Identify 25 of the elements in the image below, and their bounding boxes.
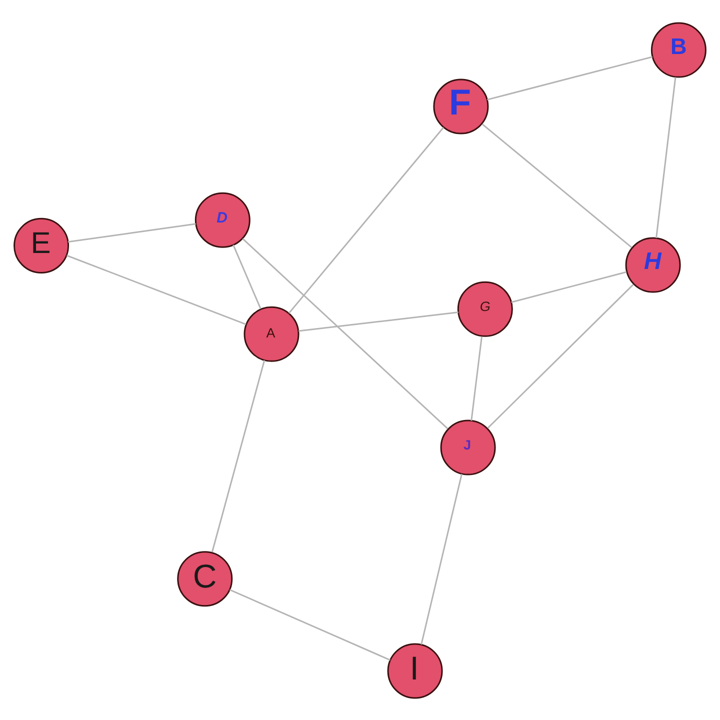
connector (66, 254, 246, 324)
connector (242, 238, 448, 429)
connector (656, 76, 676, 238)
connector (482, 123, 632, 248)
node-circle: H (625, 236, 681, 292)
node-circle: D (194, 192, 250, 248)
node-circle: E (14, 217, 70, 273)
connector (487, 284, 634, 428)
connector (68, 222, 196, 242)
connector (298, 311, 458, 332)
node-circle: A (244, 306, 300, 362)
node-circle: J (440, 419, 496, 475)
connector (211, 360, 266, 552)
node-circle: I (387, 642, 443, 698)
connector (487, 56, 653, 100)
connector (511, 270, 627, 302)
node-circle: F (433, 78, 489, 134)
node-circle: G (457, 280, 513, 336)
connector (288, 126, 444, 314)
connector (420, 473, 462, 644)
connector (470, 336, 482, 420)
node-circle: C (177, 550, 233, 606)
node-circle: B (650, 22, 706, 78)
connector (232, 244, 262, 309)
connector (230, 588, 390, 660)
